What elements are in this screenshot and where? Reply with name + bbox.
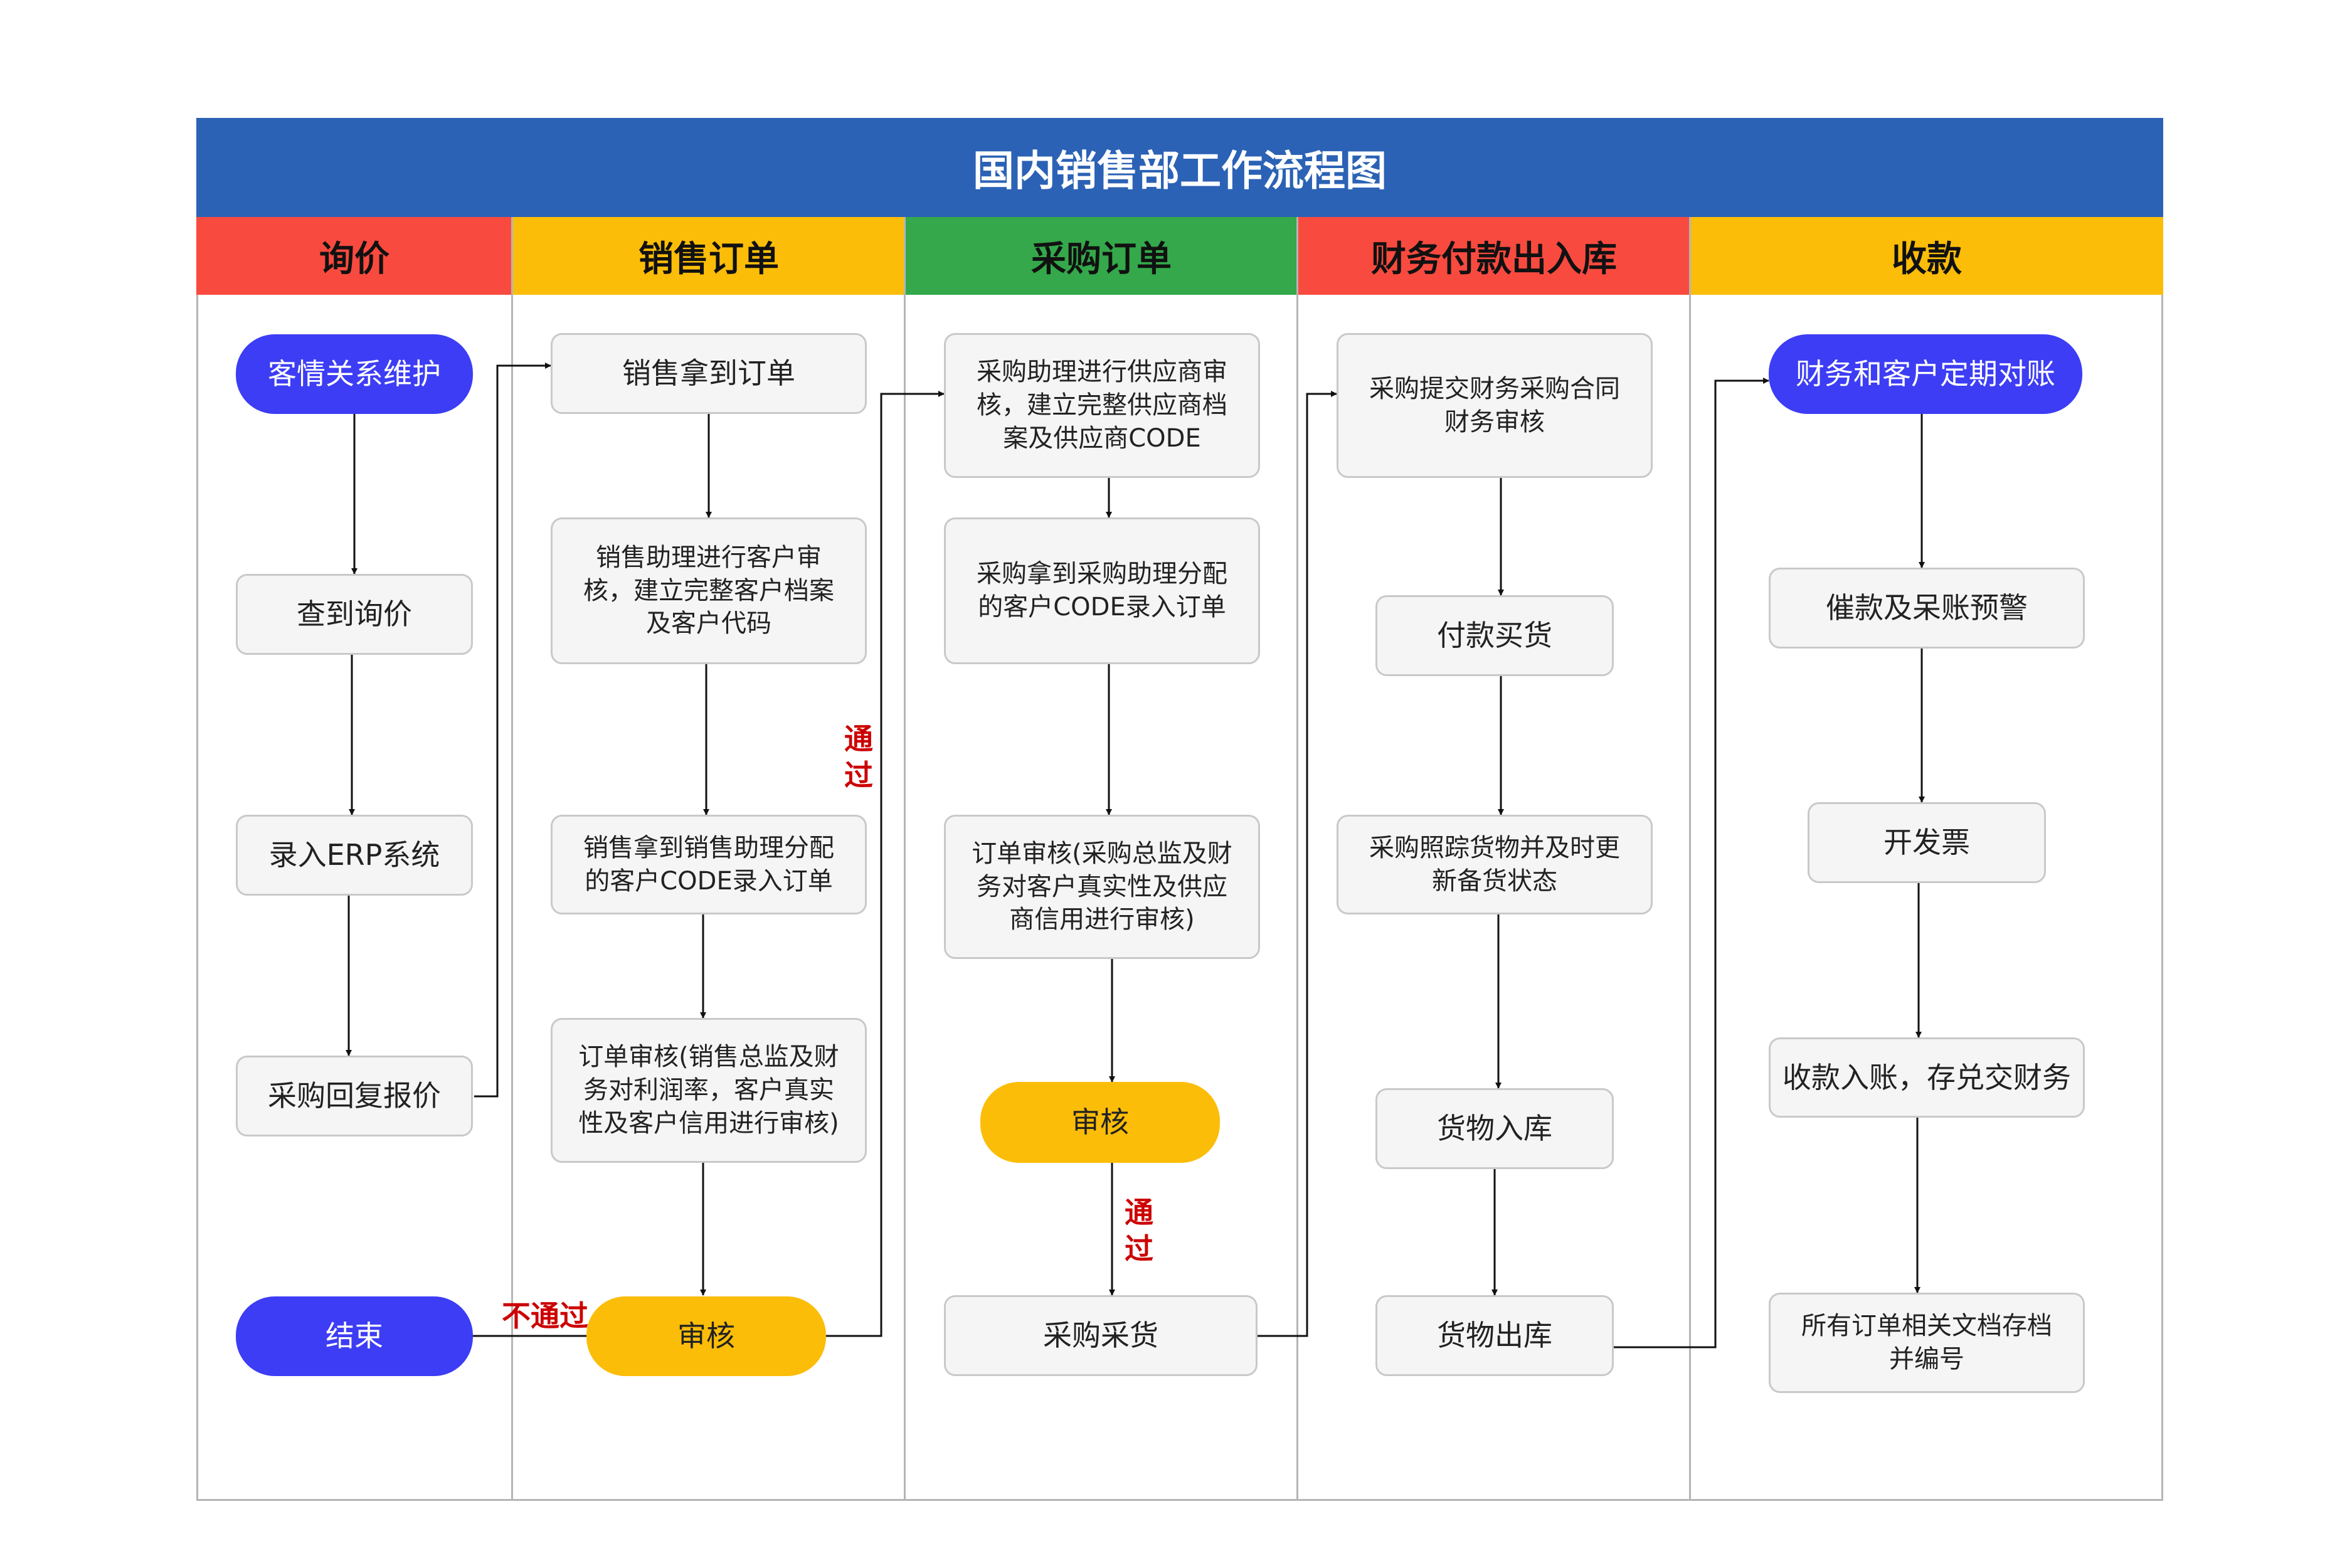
process-sales-order-review: 订单审核(销售总监及财 务对利润率，客户真实 性及客户信用进行审核)	[551, 1018, 867, 1163]
lane-divider	[1689, 217, 1691, 1501]
process-pay-goods: 付款买货	[1375, 595, 1614, 676]
lane-header-collection: 收款	[1690, 217, 2163, 295]
process-issue-invoice: 开发票	[1808, 802, 2046, 883]
label-fail: 不通过	[502, 1299, 588, 1333]
process-finance-contract: 采购提交财务采购合同 财务审核	[1337, 333, 1653, 478]
connector-arrow	[474, 363, 551, 1098]
lane-header-purchase-order: 采购订单	[905, 217, 1298, 295]
process-purchase-enter-order: 采购拿到采购助理分配 的客户CODE录入订单	[944, 517, 1260, 664]
label-pass-purchase: 通 过	[1125, 1195, 1153, 1266]
process-archive-documents: 所有订单相关文档存档 并编号	[1769, 1293, 2085, 1393]
decision-sales-approve: 审核	[586, 1296, 826, 1376]
process-check-inquiry: 查到询价	[236, 574, 473, 655]
process-sales-assistant-review: 销售助理进行客户审 核，建立完整客户档案 及客户代码	[551, 517, 867, 664]
connector-arrow	[1258, 391, 1337, 1337]
start-node-customer-relations: 客情关系维护	[236, 334, 473, 414]
end-node: 结束	[236, 1296, 473, 1376]
connector-arrow	[826, 391, 945, 1337]
label-pass-sales: 通 过	[844, 722, 873, 792]
process-sales-enter-order: 销售拿到销售助理分配 的客户CODE录入订单	[551, 815, 867, 914]
diagram-title: 国内销售部工作流程图	[196, 118, 2163, 217]
start-node-reconcile: 财务和客户定期对账	[1769, 334, 2082, 414]
process-enter-erp: 录入ERP系统	[236, 815, 473, 896]
process-stock-in: 货物入库	[1375, 1088, 1614, 1169]
process-purchase-quote: 采购回复报价	[236, 1056, 473, 1136]
lane-header-finance: 财务付款出入库	[1298, 217, 1690, 295]
lane-divider	[511, 217, 513, 1501]
process-purchase-buy: 采购采货	[944, 1295, 1258, 1376]
lane-divider	[904, 217, 906, 1501]
process-stock-out: 货物出库	[1375, 1295, 1614, 1376]
lane-header-sales-order: 销售订单	[512, 217, 905, 295]
process-receive-payment: 收款入账，存兑交财务	[1769, 1037, 2085, 1118]
process-purchase-order-review: 订单审核(采购总监及财 务对客户真实性及供应 商信用进行审核)	[944, 815, 1260, 959]
lane-divider	[1296, 217, 1298, 1501]
lane-header-inquiry: 询价	[196, 217, 512, 295]
process-sales-get-order: 销售拿到订单	[551, 333, 867, 414]
process-supplier-review: 采购助理进行供应商审 核，建立完整供应商档 案及供应商CODE	[944, 333, 1260, 478]
process-track-goods: 采购照踪货物并及时更 新备货状态	[1337, 815, 1653, 914]
decision-purchase-approve: 审核	[980, 1082, 1220, 1163]
process-payment-reminder: 催款及呆账预警	[1769, 568, 2085, 649]
connector-arrow	[1614, 378, 1769, 1348]
